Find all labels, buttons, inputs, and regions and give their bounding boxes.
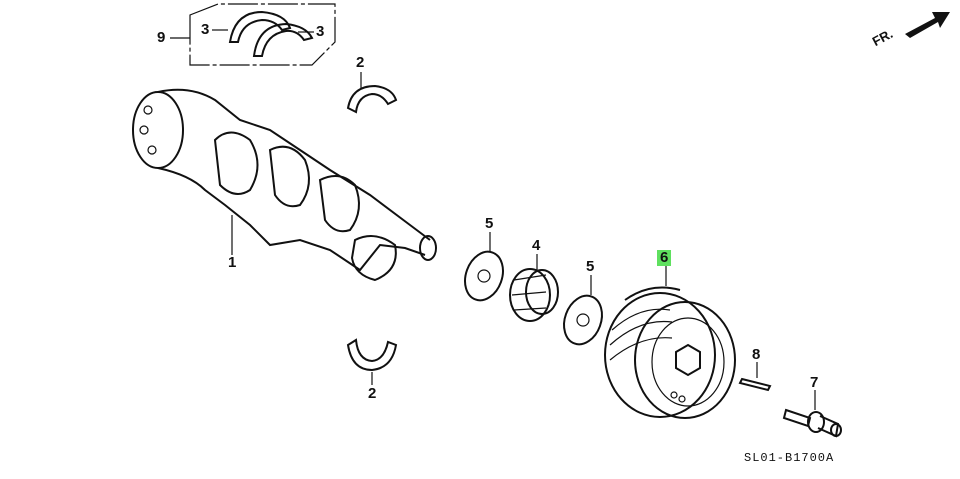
- bolt-drawing: [782, 390, 842, 438]
- callout-2-lower[interactable]: 2: [368, 385, 377, 402]
- lower-bearing-drawing: [346, 338, 398, 385]
- crankshaft-pulley-drawing: [604, 266, 736, 419]
- callout-1[interactable]: 1: [228, 254, 237, 271]
- front-direction-arrow: [905, 12, 950, 38]
- callout-6-highlighted[interactable]: 6: [657, 250, 672, 266]
- callout-8[interactable]: 8: [752, 346, 761, 363]
- washer-rear-drawing: [563, 275, 603, 346]
- upper-bearing-drawing: [346, 72, 398, 114]
- callout-4[interactable]: 4: [532, 237, 541, 254]
- callout-3-right[interactable]: 3: [316, 23, 325, 40]
- drawing-code: SL01-B1700A: [744, 451, 835, 465]
- washer-front-drawing: [464, 232, 504, 302]
- callout-2-upper[interactable]: 2: [356, 54, 365, 71]
- thrust-washer-drawing: [228, 10, 314, 57]
- key-drawing: [738, 362, 772, 392]
- callout-5-front[interactable]: 5: [485, 215, 494, 232]
- crankshaft-drawing: [132, 88, 437, 282]
- callout-3-left[interactable]: 3: [201, 21, 210, 38]
- callout-7[interactable]: 7: [810, 374, 819, 391]
- callout-9[interactable]: 9: [157, 29, 166, 46]
- callout-5-rear[interactable]: 5: [586, 258, 595, 275]
- drive-pulley-drawing: [509, 254, 559, 322]
